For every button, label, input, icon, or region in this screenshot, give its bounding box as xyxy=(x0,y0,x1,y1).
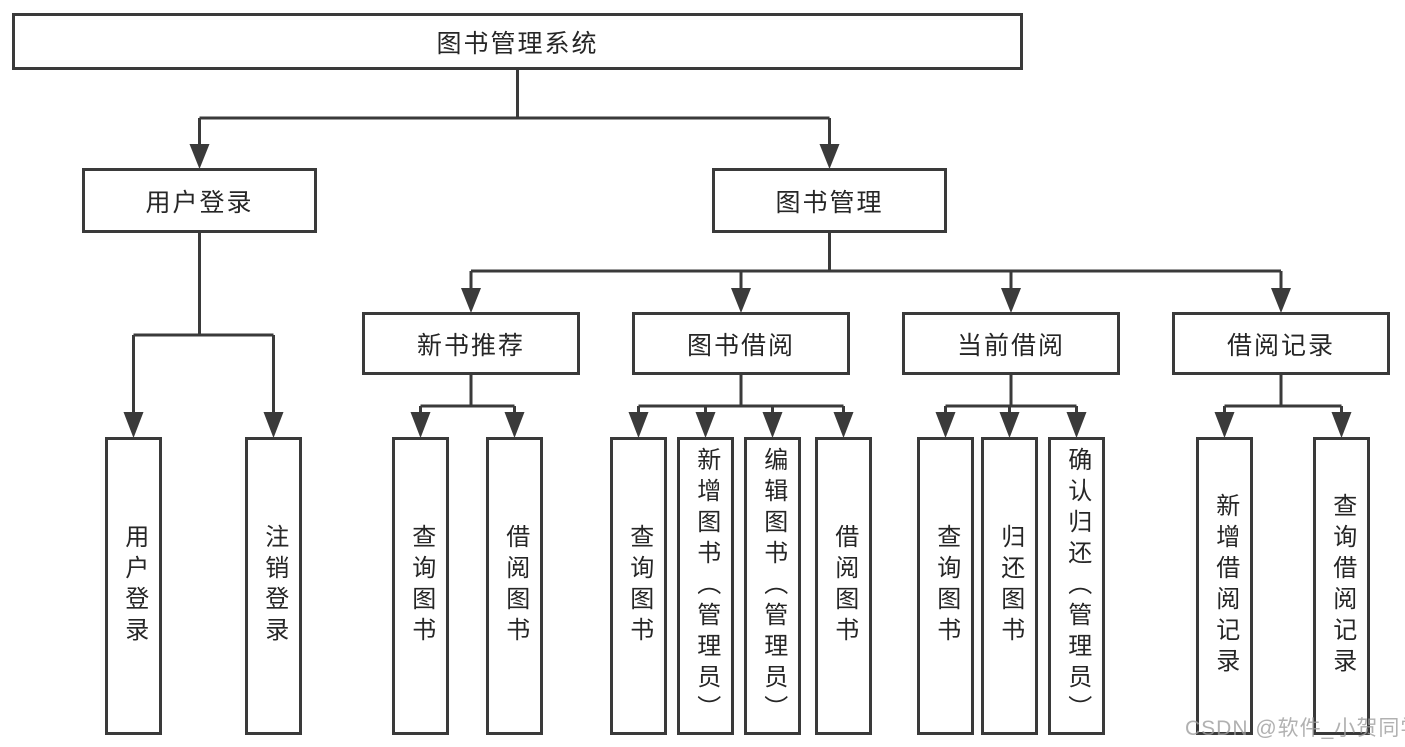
leaf-bb-add-books-admin-label: 新增图书（管理员） xyxy=(692,446,720,726)
leaf-bb-add-books-admin: 新增图书（管理员） xyxy=(677,437,734,735)
leaf-logout-label: 注销登录 xyxy=(260,524,288,648)
node-book-borrow: 图书借阅 xyxy=(632,312,850,375)
node-new-book-recommend: 新书推荐 xyxy=(362,312,580,375)
leaf-logout: 注销登录 xyxy=(245,437,302,735)
leaf-cb-query-books: 查询图书 xyxy=(917,437,974,735)
leaf-nbr-query-books-label: 查询图书 xyxy=(407,524,435,648)
leaf-nbr-query-books: 查询图书 xyxy=(392,437,449,735)
leaf-bb-query-books: 查询图书 xyxy=(610,437,667,735)
node-root-label: 图书管理系统 xyxy=(436,29,599,58)
node-book-management: 图书管理 xyxy=(712,168,947,233)
node-book-management-label: 图书管理 xyxy=(775,188,884,217)
node-borrow-records: 借阅记录 xyxy=(1172,312,1390,375)
leaf-user-login: 用户登录 xyxy=(105,437,162,735)
node-user-login: 用户登录 xyxy=(82,168,317,233)
node-current-borrow-label: 当前借阅 xyxy=(956,331,1065,360)
node-book-borrow-label: 图书借阅 xyxy=(686,331,795,360)
leaf-br-add-record: 新增借阅记录 xyxy=(1196,437,1253,735)
leaf-nbr-borrow-books: 借阅图书 xyxy=(486,437,543,735)
node-borrow-records-label: 借阅记录 xyxy=(1226,331,1335,360)
leaf-cb-return-books: 归还图书 xyxy=(981,437,1038,735)
csdn-watermark: CSDN @软件_小贺同学 xyxy=(1185,717,1405,740)
leaf-cb-query-books-label: 查询图书 xyxy=(932,524,960,648)
leaf-nbr-borrow-books-label: 借阅图书 xyxy=(501,524,529,648)
leaf-bb-borrow-books-label: 借阅图书 xyxy=(830,524,858,648)
leaf-user-login-label: 用户登录 xyxy=(120,524,148,648)
node-user-login-label: 用户登录 xyxy=(145,188,254,217)
leaf-bb-borrow-books: 借阅图书 xyxy=(815,437,872,735)
node-current-borrow: 当前借阅 xyxy=(902,312,1120,375)
node-new-book-recommend-label: 新书推荐 xyxy=(416,331,525,360)
leaf-cb-confirm-return-admin-label: 确认归还（管理员） xyxy=(1063,446,1091,726)
leaf-br-query-record-label: 查询借阅记录 xyxy=(1328,493,1356,679)
leaf-br-query-record: 查询借阅记录 xyxy=(1313,437,1370,735)
leaf-cb-confirm-return-admin: 确认归还（管理员） xyxy=(1048,437,1105,735)
leaf-bb-edit-books-admin-label: 编辑图书（管理员） xyxy=(759,446,787,726)
leaf-bb-query-books-label: 查询图书 xyxy=(625,524,653,648)
leaf-br-add-record-label: 新增借阅记录 xyxy=(1211,493,1239,679)
leaf-cb-return-books-label: 归还图书 xyxy=(996,524,1024,648)
leaf-bb-edit-books-admin: 编辑图书（管理员） xyxy=(744,437,801,735)
node-root: 图书管理系统 xyxy=(12,13,1023,70)
